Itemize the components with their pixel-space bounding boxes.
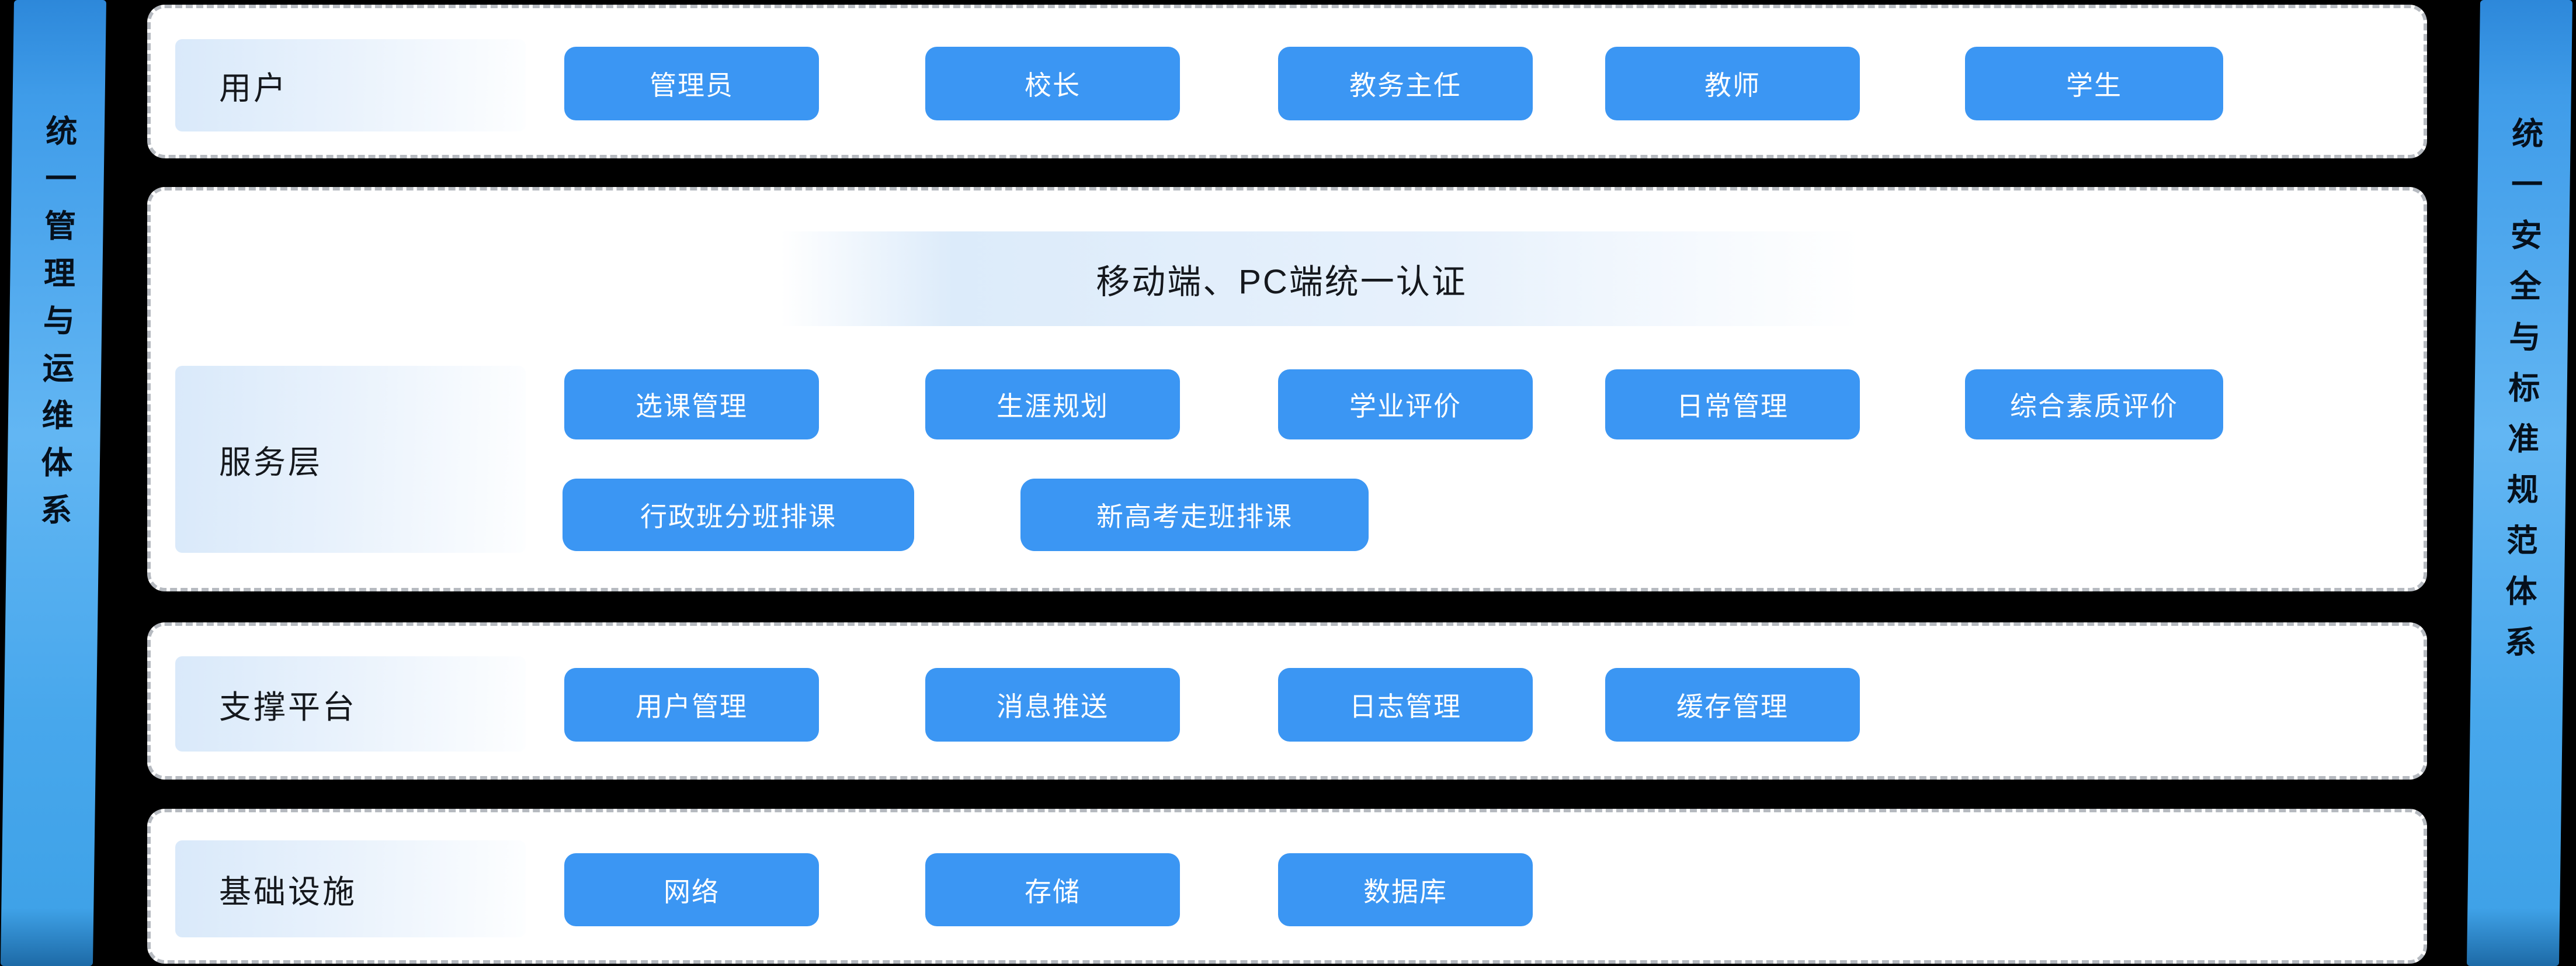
infra-button-database: 数据库: [1278, 853, 1533, 926]
services-layer-panel: 移动端、PC端统一认证 服务层 选课管理 生涯规划 学业评价 日常管理 综合素质…: [147, 187, 2427, 591]
role-button-principal: 校长: [925, 47, 1180, 120]
right-sidebar-ribbon: 统一安全与标准规范体系: [2466, 0, 2572, 966]
role-button-dean: 教务主任: [1278, 47, 1533, 120]
services-layer-label: 服务层: [219, 444, 323, 480]
service-button-admin-class-scheduling: 行政班分班排课: [563, 479, 914, 551]
support-button-message-push: 消息推送: [925, 668, 1180, 742]
service-button-comprehensive-quality: 综合素质评价: [1965, 369, 2223, 439]
unified-auth-banner-text: 移动端、PC端统一认证: [1096, 263, 1467, 301]
users-layer-label: 用户: [219, 70, 289, 106]
support-button-user-management: 用户管理: [564, 668, 819, 742]
service-button-academic-evaluation: 学业评价: [1278, 369, 1533, 439]
support-button-cache-management: 缓存管理: [1605, 668, 1860, 742]
unified-auth-banner: 移动端、PC端统一认证: [780, 231, 1861, 326]
support-button-log-management: 日志管理: [1278, 668, 1533, 742]
service-button-career-planning: 生涯规划: [925, 369, 1180, 439]
infrastructure-label: 基础设施: [219, 874, 357, 910]
role-button-student: 学生: [1965, 47, 2223, 120]
infrastructure-label-chip: 基础设施: [175, 840, 526, 937]
support-platform-label: 支撑平台: [219, 688, 357, 725]
users-layer-label-chip: 用户: [175, 39, 526, 131]
users-layer-panel: 用户 管理员 校长 教务主任 教师 学生: [147, 5, 2427, 158]
infrastructure-panel: 基础设施 网络 存储 数据库: [147, 809, 2427, 964]
role-button-teacher: 教师: [1605, 47, 1860, 120]
service-button-new-gaokao-scheduling: 新高考走班排课: [1020, 479, 1369, 551]
services-layer-label-chip: 服务层: [175, 366, 526, 553]
left-sidebar-ribbon: 统一管理与运维体系: [0, 0, 107, 966]
role-button-admin: 管理员: [564, 47, 819, 120]
support-platform-label-chip: 支撑平台: [175, 656, 526, 752]
infra-button-network: 网络: [564, 853, 819, 926]
left-sidebar-label: 统一管理与运维体系: [35, 115, 77, 541]
service-button-course-selection: 选课管理: [564, 369, 819, 439]
service-button-daily-management: 日常管理: [1605, 369, 1860, 439]
right-sidebar-label: 统一安全与标准规范体系: [2499, 117, 2543, 676]
support-platform-panel: 支撑平台 用户管理 消息推送 日志管理 缓存管理: [147, 622, 2427, 780]
infra-button-storage: 存储: [925, 853, 1180, 926]
